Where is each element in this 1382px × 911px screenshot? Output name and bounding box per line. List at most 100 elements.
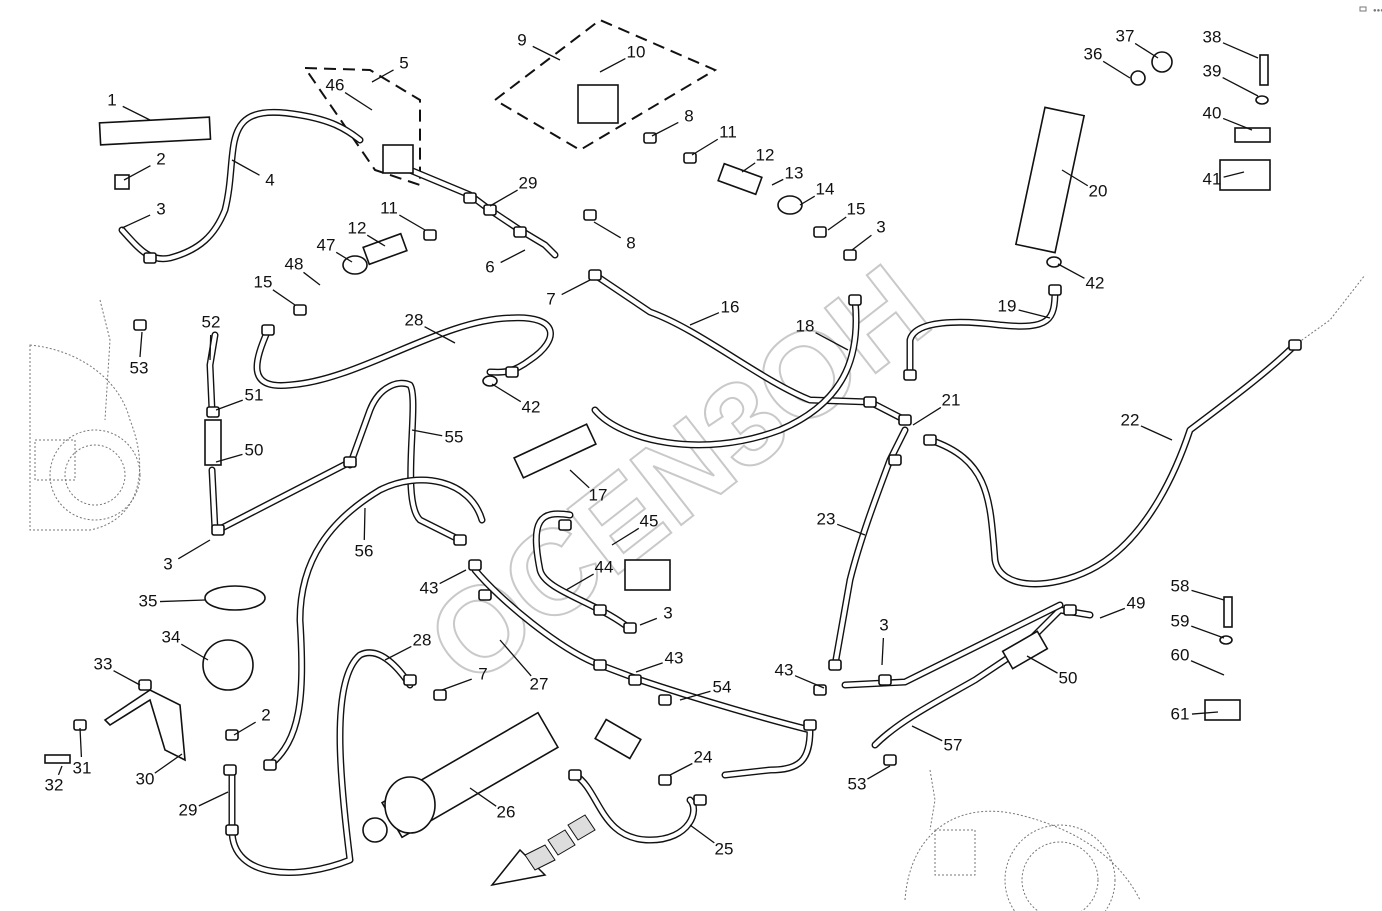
callout-number: 11 — [380, 198, 398, 217]
callout-17: 17 — [569, 469, 607, 504]
callout-29: 29 — [489, 173, 537, 207]
fitting — [803, 719, 817, 731]
fitting — [593, 659, 607, 671]
callout-number: 39 — [1203, 61, 1222, 80]
callout-61: 61 — [1171, 704, 1219, 723]
leader-line — [669, 762, 693, 776]
callout-15: 15 — [827, 199, 865, 231]
fitting — [848, 294, 862, 306]
callout-42: 42 — [1057, 263, 1104, 292]
callout-number: 40 — [1203, 103, 1222, 122]
fitting — [223, 764, 237, 776]
callout-39: 39 — [1203, 61, 1259, 97]
callout-number: 50 — [245, 440, 264, 459]
bolt-32 — [44, 754, 71, 764]
leader-line — [209, 334, 212, 361]
callout-number: 56 — [355, 541, 374, 560]
callout-number: 53 — [848, 774, 867, 793]
hydraulic-line — [871, 606, 1094, 749]
callout-number: 60 — [1171, 645, 1190, 664]
callout-43: 43 — [420, 569, 467, 597]
nut-36 — [1130, 70, 1146, 86]
fitting — [558, 519, 572, 531]
leader-line — [651, 121, 679, 137]
clamp-35 — [204, 585, 266, 611]
fitting — [658, 774, 672, 786]
leader-line — [303, 271, 321, 286]
fitting — [903, 369, 917, 381]
fitting — [1063, 604, 1077, 616]
leader-line — [1191, 711, 1219, 715]
valve-block — [382, 144, 414, 174]
leader-line — [399, 214, 426, 231]
callout-27: 27 — [499, 639, 548, 693]
callout-41: 41 — [1203, 169, 1245, 188]
callout-19: 19 — [998, 296, 1051, 319]
callout-number: 59 — [1171, 611, 1190, 630]
leader-line — [1222, 76, 1259, 97]
callout-28: 28 — [405, 310, 456, 344]
hydraulic-cylinder-1 — [98, 116, 212, 146]
callout-number: 8 — [684, 106, 693, 125]
callout-24: 24 — [669, 747, 712, 776]
leader-line — [154, 753, 183, 774]
bellows — [384, 776, 436, 834]
callout-number: 31 — [73, 758, 92, 777]
callout-number: 3 — [163, 554, 172, 573]
valve-24 — [594, 718, 642, 760]
callout-number: 43 — [420, 578, 439, 597]
callout-number: 8 — [626, 233, 635, 252]
leader-line — [231, 159, 260, 176]
washer — [482, 375, 498, 387]
leader-line — [1026, 655, 1058, 674]
callout-number: 30 — [136, 769, 155, 788]
callout-14: 14 — [799, 179, 834, 206]
callout-15: 15 — [254, 272, 296, 306]
leader-line — [500, 249, 526, 264]
hydraulic-line — [214, 458, 354, 534]
fitting — [843, 249, 857, 261]
leader-line — [57, 765, 63, 776]
leader-line — [159, 599, 206, 603]
hydraulic-line — [471, 566, 814, 779]
fitting — [683, 152, 697, 164]
fitting — [423, 229, 437, 241]
callout-number: 43 — [775, 660, 794, 679]
callout-number: 4 — [265, 170, 274, 189]
leader-line — [532, 45, 561, 61]
callout-59: 59 — [1171, 611, 1225, 639]
leader-line — [593, 221, 622, 239]
callout-number: 42 — [522, 397, 541, 416]
callout-number: 47 — [317, 235, 336, 254]
callout-8: 8 — [651, 106, 694, 137]
callout-number: 58 — [1171, 576, 1190, 595]
leader-line — [1134, 42, 1159, 59]
callout-21: 21 — [912, 390, 960, 426]
callout-28: 28 — [384, 630, 431, 661]
leader-line — [771, 178, 784, 186]
callout-number: 23 — [817, 509, 836, 528]
callout-number: 7 — [546, 289, 555, 308]
callout-number: 29 — [179, 800, 198, 819]
leader-line — [867, 765, 891, 780]
leader-line — [366, 234, 386, 247]
leader-line — [639, 617, 658, 626]
callout-number: 61 — [1171, 704, 1190, 723]
leader-line — [384, 645, 412, 661]
leader-line — [215, 453, 243, 463]
callout-60: 60 — [1171, 645, 1225, 676]
leader-line — [635, 662, 663, 673]
callout-26: 26 — [469, 787, 515, 821]
leader-line — [611, 527, 640, 546]
callout-23: 23 — [817, 509, 866, 536]
fitting — [468, 559, 482, 571]
fitting — [478, 589, 492, 601]
callout-25: 25 — [689, 824, 733, 858]
leader-line — [561, 279, 591, 296]
callout-number: 20 — [1089, 181, 1108, 200]
callout-11: 11 — [380, 198, 426, 231]
leader-line — [912, 406, 942, 426]
pipe-clamp-41 — [1219, 159, 1271, 191]
leader-line — [1057, 263, 1085, 279]
